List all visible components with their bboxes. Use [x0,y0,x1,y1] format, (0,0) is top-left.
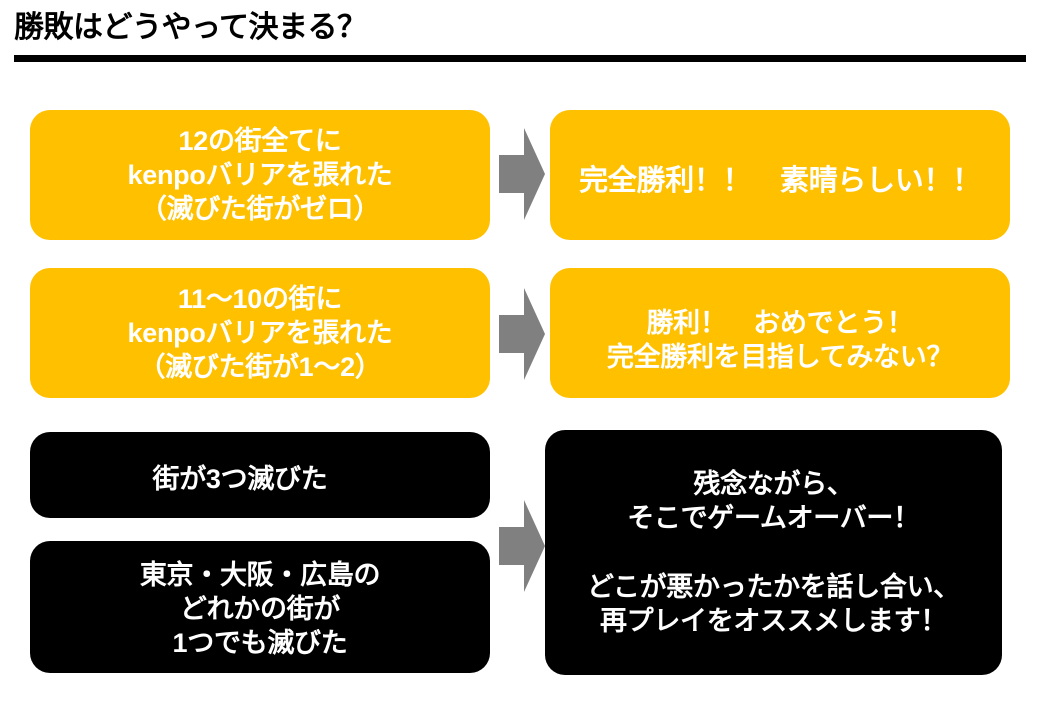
page-title: 勝敗はどうやって決まる？ [14,11,367,44]
condition-box-three-cities-lost: 街が3つ滅びた [30,432,490,518]
title-divider [14,55,1026,62]
condition-box-major-city-lost: 東京・大阪・広島の どれかの街が 1つでも滅びた [30,541,490,673]
arrow-right-icon [499,500,545,592]
result-box-perfect-victory: 完全勝利！！ 素晴らしい！！ [550,110,1010,240]
result-box-victory: 勝利！ おめでとう！ 完全勝利を目指してみない？ [550,268,1010,398]
arrow-right-icon [499,288,545,380]
arrow-right-icon [499,128,545,220]
condition-box-perfect-victory: 12の街全てに kenpoバリアを張れた （滅びた街がゼロ） [30,110,490,240]
condition-box-victory: 11〜10の街に kenpoバリアを張れた （滅びた街が1〜2） [30,268,490,398]
result-box-game-over: 残念ながら、 そこでゲームオーバー！ どこが悪かったかを話し合い、 再プレイをオ… [545,430,1002,675]
